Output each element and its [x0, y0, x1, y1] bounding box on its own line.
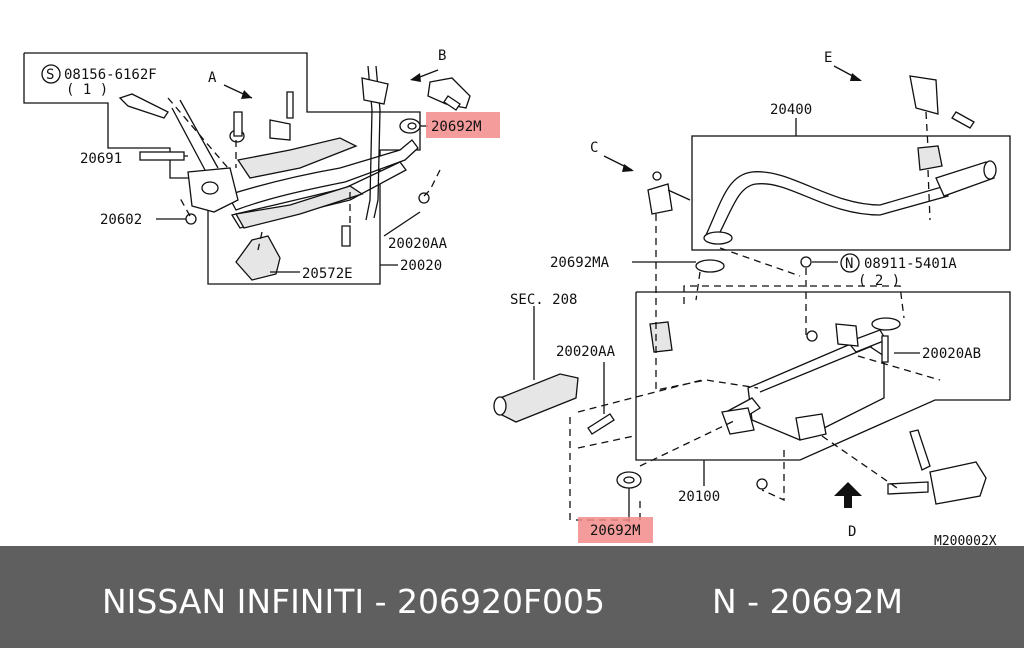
nut-bottom — [756, 478, 768, 490]
center-hanger — [835, 323, 859, 347]
tail-tip — [983, 160, 997, 180]
cat-inlet — [493, 396, 507, 416]
leader-20020aa-left — [383, 211, 421, 237]
label-view-b: B — [438, 48, 446, 64]
gasket-20692ma — [695, 259, 725, 273]
tail-pipe — [705, 171, 949, 241]
label-20691: 20691 — [80, 151, 122, 167]
catalytic-converter — [499, 373, 579, 423]
label-view-d: D — [848, 524, 856, 540]
manifold-flange — [187, 167, 239, 213]
nut-center — [806, 330, 818, 342]
front-tube-group — [23, 52, 471, 285]
s-symbol-circle — [41, 64, 61, 84]
bracket-b — [427, 77, 471, 109]
label-gasket-bottom: 20692M — [590, 523, 641, 539]
gasket-bottom-hole — [623, 476, 635, 484]
muffler-group — [493, 65, 1011, 522]
tail-tube-frame — [691, 135, 1011, 251]
bolt-08156 — [118, 93, 169, 119]
hanger-c — [647, 183, 673, 215]
label-view-c: C — [590, 140, 598, 156]
label-view-e: E — [824, 50, 832, 66]
gasket-bottom — [616, 471, 642, 489]
hanger-c-rod — [667, 189, 691, 201]
part-number-banner: NISSAN INFINITI - 206920F005 N - 20692M — [0, 546, 1024, 648]
nut-20602 — [185, 213, 197, 225]
bolt-20020aa-left — [341, 225, 351, 247]
bolt-top-a — [286, 91, 294, 119]
stud-20691 — [139, 151, 185, 161]
down-pipe — [171, 99, 219, 171]
label-bolt-qty: ( 1 ) — [66, 82, 108, 98]
front-guides — [167, 97, 441, 251]
label-gasket-top: 20692M — [431, 119, 482, 135]
label-20020ab: 20020AB — [922, 346, 981, 362]
center-bracket — [795, 413, 827, 441]
gasket-top-ring — [407, 122, 417, 130]
bolt-top-b — [233, 111, 243, 137]
nut-08911 — [800, 256, 812, 268]
center-muffler-frame — [635, 291, 1011, 461]
bracket-d — [929, 461, 987, 505]
tail-silencer — [935, 161, 995, 197]
label-bolt-code: 08156-6162F — [64, 67, 157, 83]
label-20602: 20602 — [100, 212, 142, 228]
e-guide — [925, 111, 931, 221]
front-tube-end-flange — [399, 118, 421, 134]
heat-shield-upper — [236, 137, 358, 179]
label-20400: 20400 — [770, 102, 812, 118]
n-symbol-circle — [840, 253, 860, 273]
nut-right — [418, 192, 430, 204]
banner-oem-part-number: NISSAN INFINITI - 206920F005 — [102, 582, 605, 621]
tail-flange — [703, 231, 733, 245]
bolt-d-top — [909, 429, 931, 471]
label-sec-208: SEC. 208 — [510, 292, 577, 308]
bolt-e — [951, 111, 975, 129]
label-20020aa-right: 20020AA — [556, 344, 616, 360]
rubber-mount-c — [649, 321, 673, 353]
heat-insulator-20572e — [235, 235, 281, 281]
label-20020: 20020 — [400, 258, 442, 274]
s-symbol: S — [46, 67, 54, 83]
highlight-gasket-top — [426, 112, 500, 138]
label-view-a: A — [208, 70, 217, 86]
label-20020aa-left: 20020AA — [388, 236, 448, 252]
hanger-e — [909, 75, 939, 115]
label-20692ma: 20692MA — [550, 255, 610, 271]
heat-shield-lower — [234, 185, 364, 229]
center-muffler-seam — [759, 345, 873, 393]
rubber-mount-e — [917, 145, 943, 171]
center-outlet-flange — [871, 317, 901, 331]
bolt-20020aa-right — [587, 413, 615, 435]
label-20572e: 20572E — [302, 266, 353, 282]
label-20100: 20100 — [678, 489, 720, 505]
label-nut-code: 08911-5401A — [864, 256, 957, 272]
n-symbol: N — [845, 256, 853, 272]
bolt-20020ab — [881, 335, 889, 363]
front-tube-frame — [23, 52, 421, 285]
hanger-bracket-top — [361, 77, 389, 105]
highlight-gasket-bottom — [578, 517, 653, 543]
front-tube-pipe-upper — [227, 139, 419, 211]
arrow-d — [834, 482, 862, 508]
nut-c — [652, 171, 662, 181]
bolt-d-side — [887, 481, 929, 495]
label-nut-qty: ( 2 ) — [858, 273, 900, 289]
exhaust-parts-diagram: S 08156-6162F ( 1 ) A B 20692M 20691 206… — [23, 48, 1011, 546]
manifold-flange-hole — [201, 181, 219, 195]
banner-reference-number: N - 20692M — [712, 582, 904, 621]
label-diagram-id: M200002X — [934, 534, 997, 546]
clamp-a — [269, 119, 291, 141]
center-inlet-flange — [721, 407, 755, 435]
bracket-b-bolt — [443, 95, 461, 111]
